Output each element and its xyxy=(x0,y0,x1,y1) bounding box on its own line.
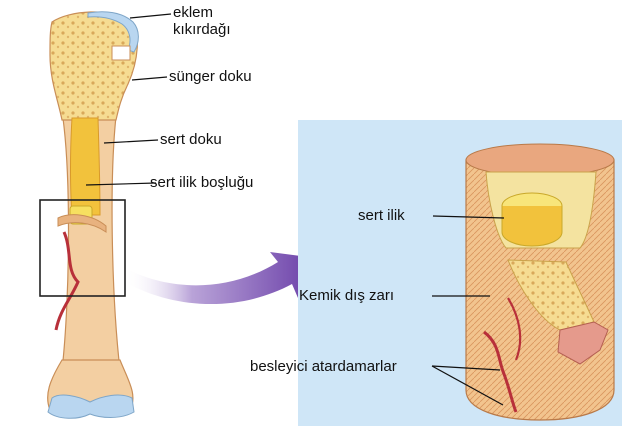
label-dis-zar: Kemik dış zarı xyxy=(299,287,395,304)
leader-lines xyxy=(85,13,505,406)
label-eklem-line1: eklem xyxy=(173,4,214,21)
long-bone xyxy=(39,11,139,419)
nutrient-artery xyxy=(483,330,518,413)
nutrient-artery-small xyxy=(54,231,80,331)
label-sert-ilik: sert ilik xyxy=(358,207,405,224)
periosteum-flap xyxy=(557,321,609,365)
label-ilik-boslugu: sert ilik boşluğu xyxy=(150,174,254,191)
label-sunger-doku: sünger doku xyxy=(169,68,252,85)
label-eklem-line2: kıkırdağı xyxy=(173,21,231,38)
bone-cross-section xyxy=(465,143,615,421)
zoom-box xyxy=(39,199,126,297)
distal-cartilage xyxy=(47,394,135,419)
label-sert-doku: sert doku xyxy=(160,131,222,148)
zoom-arrow xyxy=(125,252,316,305)
label-atardamarlar: besleyici atardamarlar xyxy=(250,358,397,375)
medullary-cavity xyxy=(70,117,101,216)
bone-head xyxy=(49,11,138,121)
